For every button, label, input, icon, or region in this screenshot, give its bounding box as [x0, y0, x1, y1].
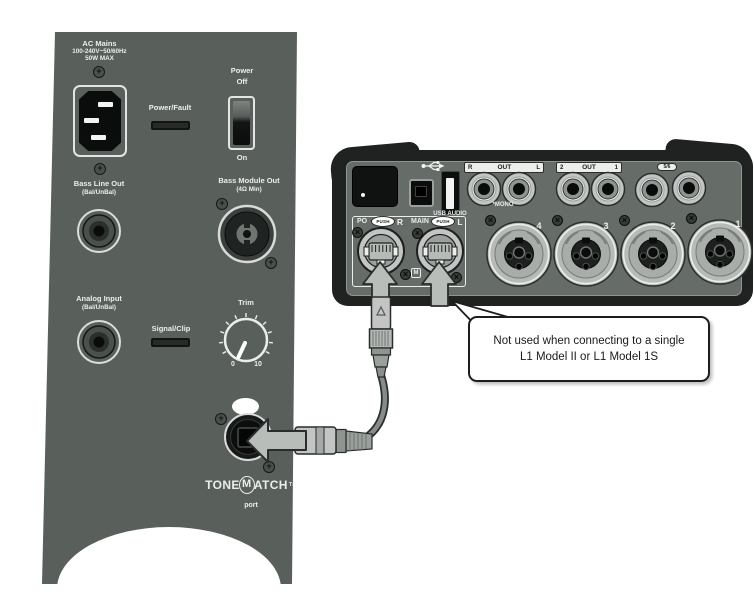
ports-label-left: PO [356, 218, 368, 225]
tonematch-logo-post: ATCH [253, 478, 288, 492]
power-switch [228, 96, 255, 150]
push-tab: PUSH [371, 216, 395, 227]
ac-pin-slot [91, 135, 106, 140]
screw-icon [94, 163, 106, 175]
ports-label-main: MAIN [411, 218, 429, 225]
trademark-symbol: TM [288, 482, 297, 488]
trim-min-label: 0 [231, 361, 235, 368]
arrow-into-port-l [421, 261, 457, 307]
aux-out-2-label: 2 [560, 164, 564, 171]
channel-3-label: 3 [603, 221, 609, 231]
screw-icon [552, 215, 563, 226]
aux-badge: 5/6 [657, 163, 677, 171]
trim-knob [219, 313, 273, 363]
screw-icon [215, 413, 227, 425]
ac-mains-voltage: 100-240V~50/60Hz [72, 48, 127, 55]
signal-clip-label: Signal/Clip [151, 324, 191, 333]
push-tab: PUSH [431, 216, 455, 227]
screw-icon [216, 198, 228, 210]
ac-inlet [73, 85, 127, 157]
bass-line-out-label: Bass Line Out [73, 179, 125, 188]
power-stand-rear-panel: AC Mains 100-240V~50/60Hz 50W MAX Power/… [42, 32, 297, 584]
bass-module-out-label: Bass Module Out [218, 176, 280, 185]
signal-clip-led [151, 338, 190, 347]
tonematch-ports-frame [352, 216, 466, 287]
trim-knob-pointer [236, 341, 247, 359]
channel-2-label: 2 [670, 221, 676, 231]
master-out-label: OUT [497, 164, 512, 171]
ac-mains-title: AC Mains [82, 39, 117, 48]
master-out-l-label: L [536, 164, 540, 171]
bass-module-out-sub: (4Ω Min) [236, 186, 262, 193]
power-off-label: Off [236, 77, 248, 86]
screw-icon [352, 227, 363, 238]
tonematch-port-tab [232, 398, 259, 415]
cable-plug-mixer-end [368, 296, 394, 378]
ac-mains-wattage: 50W MAX [85, 55, 114, 62]
callout-line2: L1 Model II or L1 Model 1S [519, 351, 659, 363]
analog-input-label: Analog Input [76, 294, 122, 303]
power-on-label: On [236, 153, 248, 162]
screw-icon [619, 215, 630, 226]
analog-input-sub: (Bal/UnBal) [82, 304, 116, 311]
usb-b-port [409, 179, 434, 207]
mono-note: *MONO [492, 202, 514, 208]
port-l-label: L [457, 217, 463, 227]
trim-label: Trim [238, 298, 254, 307]
usb-a-port [441, 171, 460, 215]
aux-out-label: OUT [582, 164, 596, 171]
power-label: Power [230, 66, 254, 75]
screw-icon [485, 215, 496, 226]
mixer-power-switch [352, 166, 398, 207]
bass-line-out-sub: (Bal/UnBal) [82, 189, 116, 196]
tonematch-port-label: port [244, 502, 258, 509]
tonematch-logo-m: M [238, 476, 255, 494]
ac-pin-slot [98, 102, 113, 107]
power-fault-led [151, 121, 190, 130]
usb-icon [421, 161, 445, 171]
callout: Not used when connecting to a single L1 … [468, 316, 710, 382]
screw-icon [93, 66, 105, 78]
screw-icon [412, 228, 423, 239]
screw-icon [265, 257, 277, 269]
channel-1-label: 1 [735, 219, 741, 229]
port-r-label: R [396, 217, 404, 227]
channel-4-label: 4 [536, 221, 542, 231]
ac-pin-slot [84, 118, 99, 123]
tonematch-logo-pre: TONE [205, 478, 240, 492]
callout-line1: Not used when connecting to a single [493, 335, 685, 347]
aux-out-strip: 2 OUT 1 [556, 162, 622, 173]
usb-audio-label: USB AUDIO [433, 211, 467, 217]
arrow-into-tonematch-port [246, 418, 307, 463]
m-badge: M [411, 268, 421, 278]
ac-inlet-socket [79, 91, 121, 151]
power-fault-label: Power/Fault [148, 103, 192, 112]
master-out-r-label: R [468, 164, 473, 171]
trim-max-label: 10 [254, 361, 262, 368]
aux-out-1-label: 1 [614, 164, 618, 171]
master-out-strip: R OUT L [464, 162, 544, 173]
power-switch-rocker [233, 101, 250, 145]
screw-icon [400, 269, 411, 280]
screw-icon [686, 213, 697, 224]
